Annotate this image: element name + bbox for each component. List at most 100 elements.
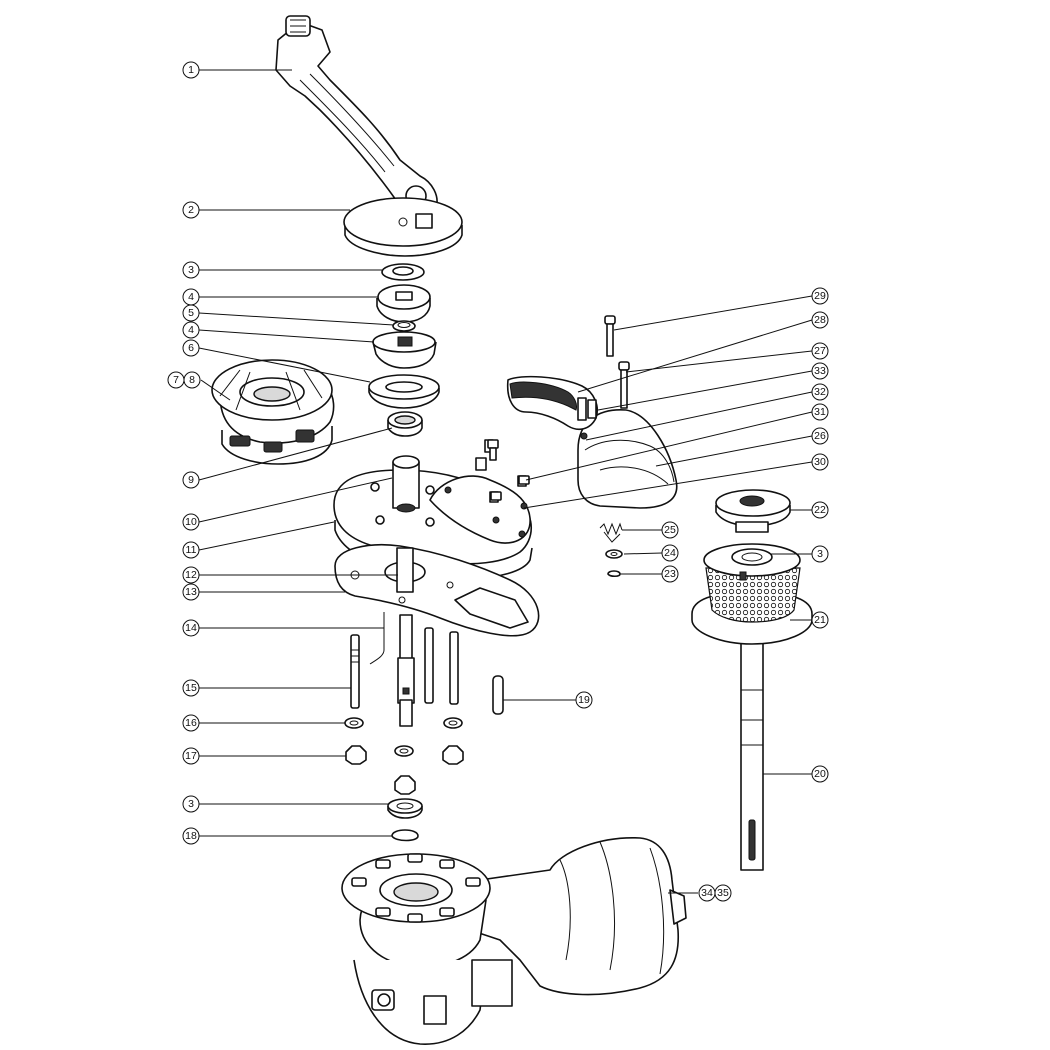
callout-label: 12 bbox=[185, 569, 197, 581]
callout-label: 17 bbox=[185, 750, 197, 762]
callout-label: 26 bbox=[814, 430, 826, 442]
callout-5: 5 bbox=[182, 304, 200, 322]
callout-30: 30 bbox=[811, 453, 829, 471]
callout-20: 20 bbox=[811, 765, 829, 783]
callout-6: 6 bbox=[182, 339, 200, 357]
cover-housing-part bbox=[577, 409, 678, 509]
chainwheel-pockets bbox=[351, 853, 481, 923]
callout-29: 29 bbox=[811, 287, 829, 305]
callout-14: 14 bbox=[182, 619, 200, 637]
callout-21: 21 bbox=[811, 611, 829, 629]
bent-rod-part bbox=[369, 612, 415, 727]
callout-34: 34 bbox=[698, 884, 716, 902]
callout-7: 7 bbox=[167, 371, 185, 389]
callout-label: 13 bbox=[185, 586, 197, 598]
small-ring-part bbox=[392, 320, 416, 332]
callout-22: 22 bbox=[811, 501, 829, 519]
callout-label: 9 bbox=[188, 474, 194, 486]
callout-label: 35 bbox=[717, 887, 729, 899]
winch-handle-part bbox=[275, 15, 438, 221]
callout-16: 16 bbox=[182, 714, 200, 732]
callout-33: 33 bbox=[811, 362, 829, 380]
callout-3-drum: 3 bbox=[811, 545, 829, 563]
callout-15: 15 bbox=[182, 679, 200, 697]
small-bolt-parts bbox=[487, 439, 530, 501]
callout-label: 32 bbox=[814, 386, 826, 398]
callout-11: 11 bbox=[182, 541, 200, 559]
callout-3-lower: 3 bbox=[182, 795, 200, 813]
callout-label: 16 bbox=[185, 717, 197, 729]
callout-label: 20 bbox=[814, 768, 826, 780]
callout-13: 13 bbox=[182, 583, 200, 601]
callout-label: 24 bbox=[664, 547, 676, 559]
callout-label: 22 bbox=[814, 504, 826, 516]
callout-label: 23 bbox=[664, 568, 676, 580]
callout-label: 30 bbox=[814, 456, 826, 468]
callout-1: 1 bbox=[182, 61, 200, 79]
callout-label: 29 bbox=[814, 290, 826, 302]
main-shaft-part bbox=[396, 547, 414, 593]
nut-part-17 bbox=[345, 745, 464, 795]
callout-18: 18 bbox=[182, 827, 200, 845]
callout-label: 11 bbox=[186, 544, 197, 556]
short-bolt-part bbox=[618, 361, 630, 409]
base-plate-part bbox=[333, 439, 533, 580]
callout-31: 31 bbox=[811, 403, 829, 421]
winch-drum-part bbox=[691, 543, 813, 645]
callout-label: 27 bbox=[814, 345, 826, 357]
callout-label: 18 bbox=[185, 830, 197, 842]
pin-part bbox=[492, 675, 504, 715]
callout-label: 14 bbox=[185, 622, 197, 634]
callout-label: 7 bbox=[173, 374, 179, 386]
callout-label: 3 bbox=[188, 264, 194, 276]
upper-arm-part bbox=[506, 375, 598, 431]
callout-17: 17 bbox=[182, 747, 200, 765]
callout-label: 4 bbox=[188, 324, 194, 336]
callout-19: 19 bbox=[575, 691, 593, 709]
small-clip-part bbox=[607, 570, 621, 578]
seal-ring-part bbox=[387, 411, 423, 437]
callout-label: 2 bbox=[188, 204, 194, 216]
bearing-race-bottom-part bbox=[372, 331, 437, 369]
stud-part-mid bbox=[424, 627, 434, 704]
washer-part-16 bbox=[344, 717, 463, 757]
callout-label: 5 bbox=[188, 307, 194, 319]
callout-label: 33 bbox=[814, 365, 826, 377]
small-washer-part bbox=[605, 549, 623, 559]
leader-lines bbox=[198, 69, 813, 894]
callout-25: 25 bbox=[661, 521, 679, 539]
callout-35: 35 bbox=[714, 884, 732, 902]
drum-top-cap-part bbox=[715, 489, 791, 533]
top-cap-part bbox=[343, 197, 463, 257]
gasket-plate-part bbox=[334, 544, 540, 637]
circlip-part bbox=[391, 829, 419, 842]
callout-3-top: 3 bbox=[182, 261, 200, 279]
bearing-race-top-part bbox=[376, 284, 431, 323]
callout-label: 25 bbox=[664, 524, 676, 536]
washer-part-3-bottom bbox=[387, 798, 423, 819]
stud-part-right bbox=[449, 631, 459, 705]
callout-label: 19 bbox=[578, 694, 590, 706]
callout-8: 8 bbox=[183, 371, 201, 389]
callout-label: 21 bbox=[814, 614, 826, 626]
callout-26: 26 bbox=[811, 427, 829, 445]
callout-label: 34 bbox=[701, 887, 713, 899]
callout-label: 3 bbox=[817, 548, 823, 560]
stud-part-left bbox=[350, 634, 360, 709]
callout-label: 6 bbox=[188, 342, 194, 354]
callout-10: 10 bbox=[182, 513, 200, 531]
callout-label: 1 bbox=[188, 64, 194, 76]
callout-4-bottom: 4 bbox=[182, 321, 200, 339]
motor-gearbox-part bbox=[341, 837, 687, 1045]
stripper-arm-assembly-part bbox=[211, 359, 335, 465]
long-bolt-part bbox=[604, 315, 616, 357]
callout-label: 8 bbox=[189, 374, 195, 386]
callout-24: 24 bbox=[661, 544, 679, 562]
spindle-shaft-part bbox=[740, 639, 764, 871]
callout-9: 9 bbox=[182, 471, 200, 489]
callout-label: 3 bbox=[188, 798, 194, 810]
callout-2: 2 bbox=[182, 201, 200, 219]
callout-4-top: 4 bbox=[182, 288, 200, 306]
callout-32: 32 bbox=[811, 383, 829, 401]
